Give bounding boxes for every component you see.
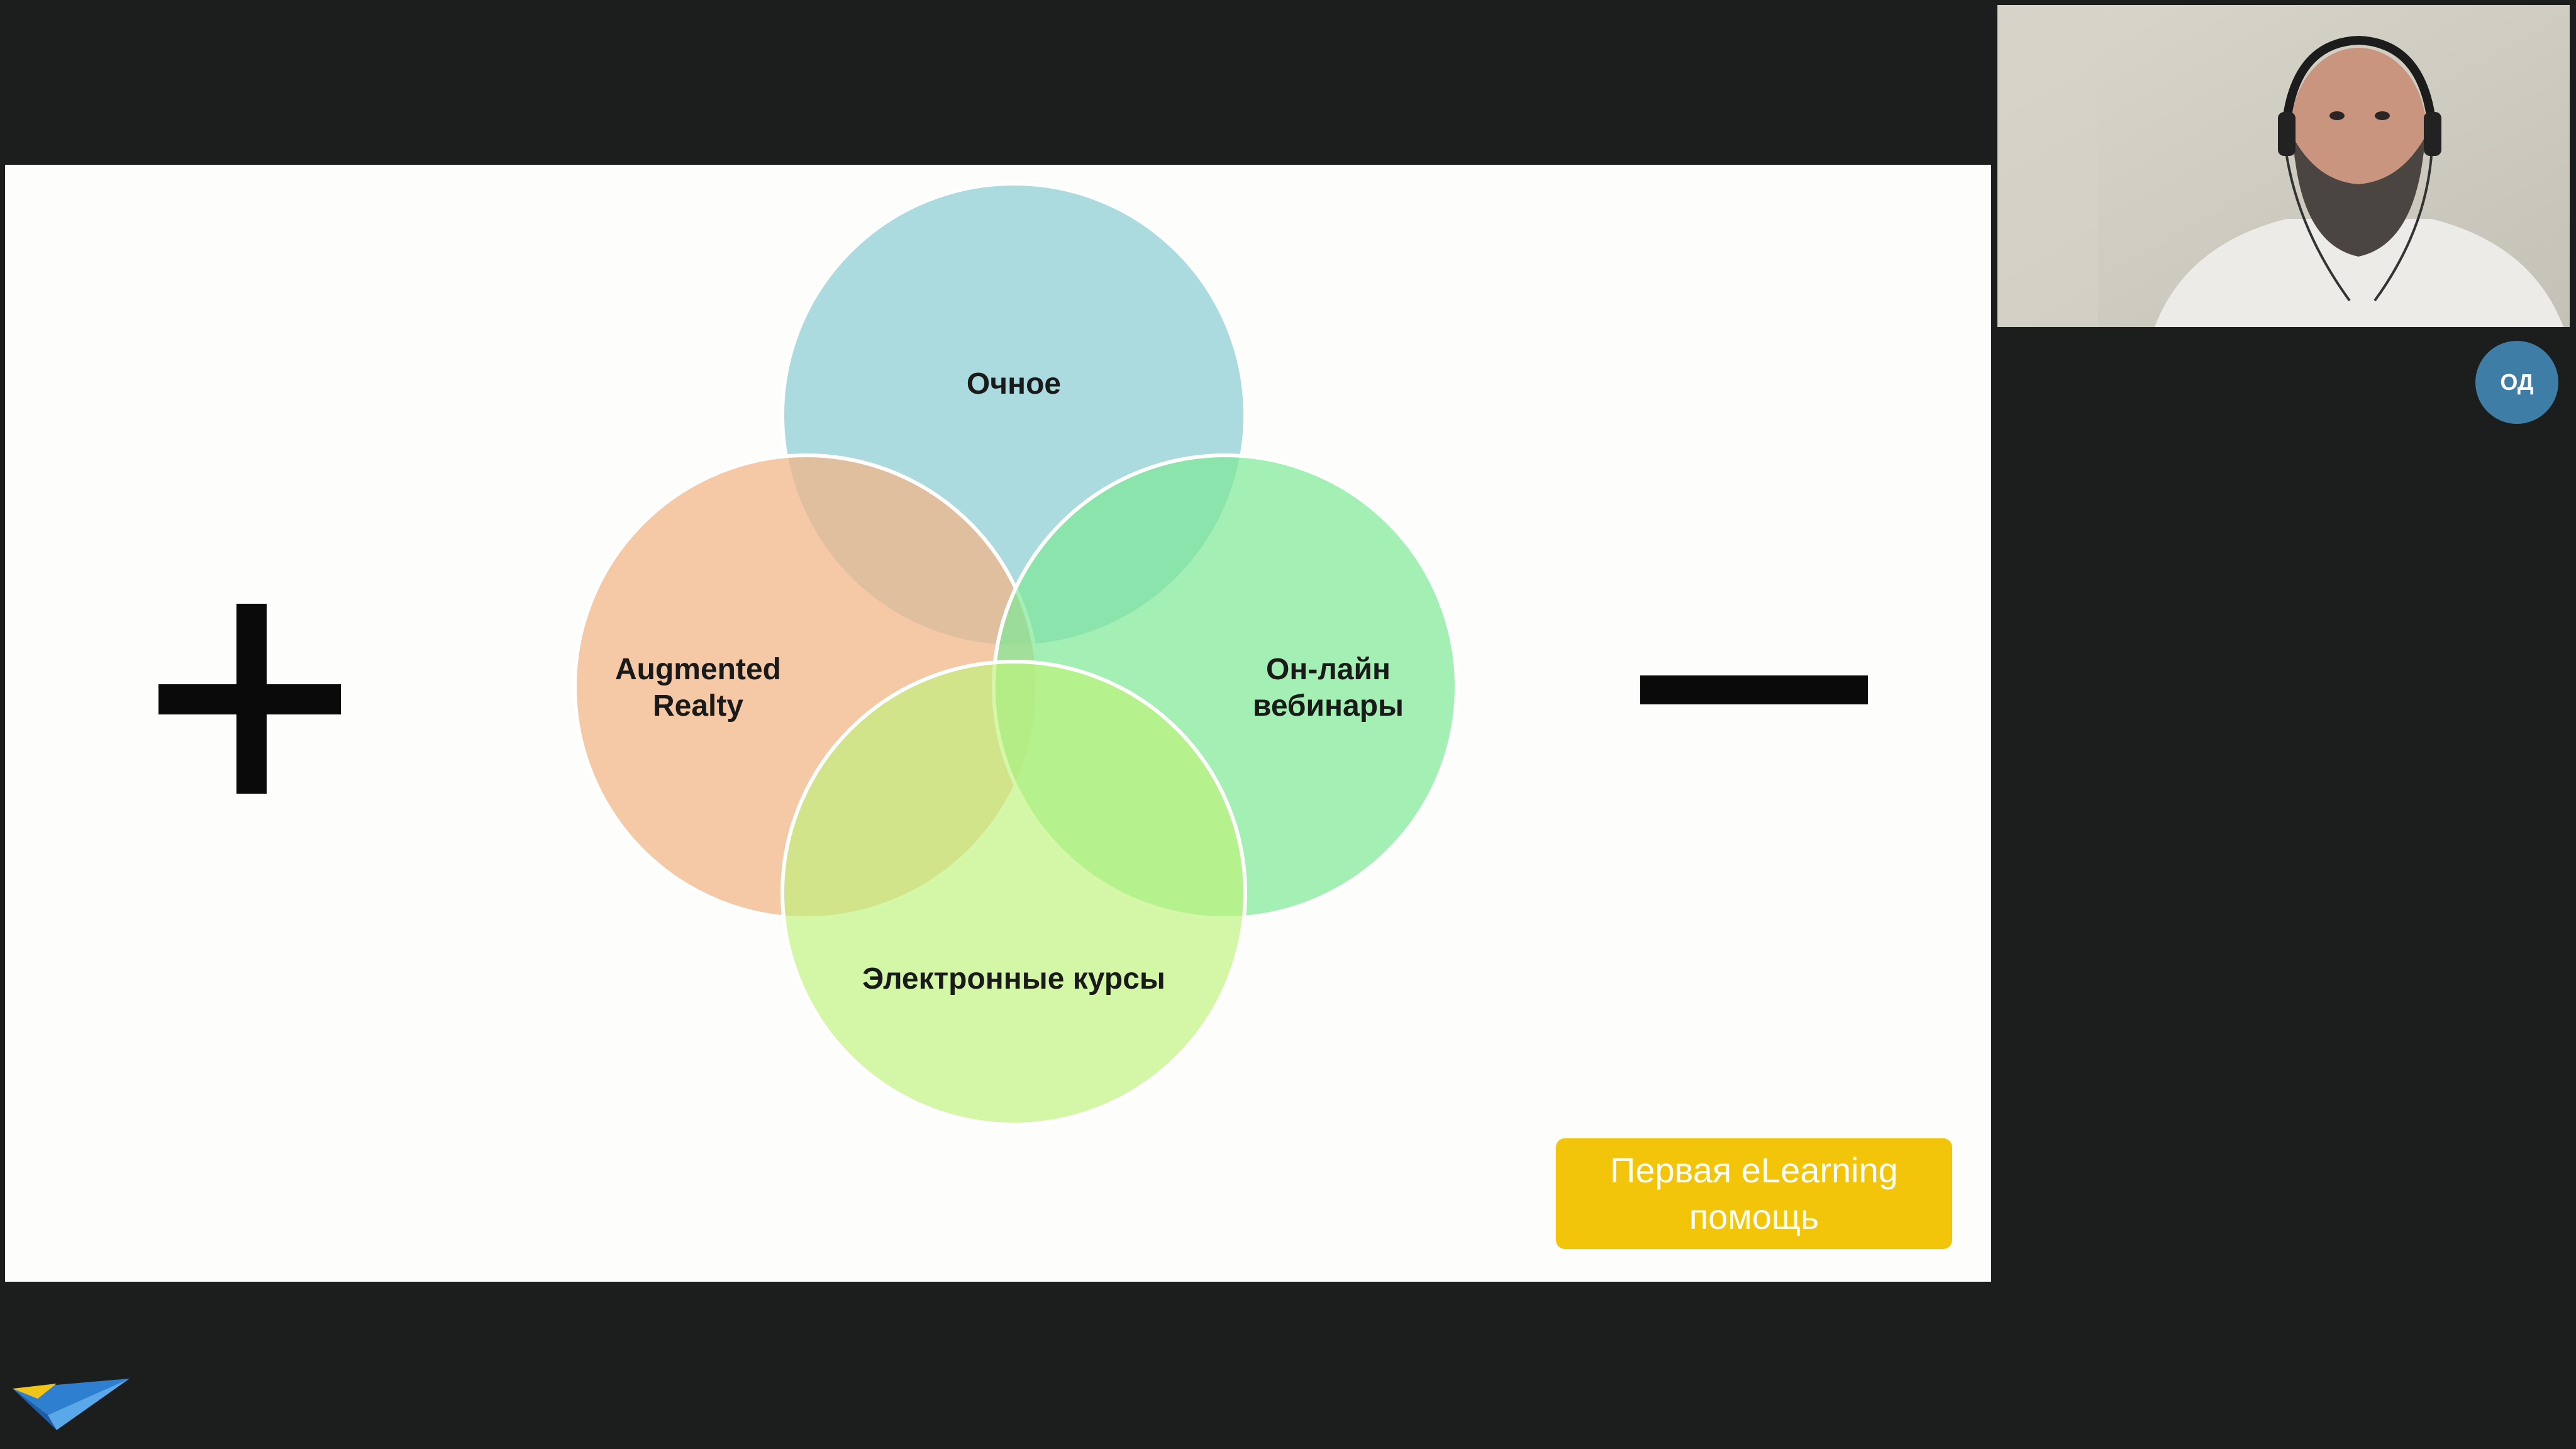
venn-label-webinars-line2: вебинары — [1253, 689, 1404, 723]
participant-avatar[interactable]: ОД — [2475, 341, 2558, 424]
paper-plane-logo-icon — [13, 1379, 130, 1430]
venn-circle-courses — [780, 660, 1247, 1126]
venn-label-webinars-line1: Он-лайн — [1266, 653, 1391, 686]
venn-label-ochnoe: Очное — [967, 367, 1061, 401]
venn-label-augmented-line1: Augmented — [615, 653, 781, 686]
minus-icon — [1640, 675, 1868, 704]
participant-initials: ОД — [2500, 369, 2534, 395]
webcam-image — [1997, 5, 2570, 327]
help-badge-line2: помощь — [1689, 1197, 1819, 1236]
shared-slide: Очное Augmented Realty Он-лайн вебинары … — [5, 165, 1991, 1282]
help-badge: Первая eLearning помощь — [1556, 1138, 1952, 1249]
plus-icon-bar — [158, 684, 341, 714]
venn-diagram: Очное Augmented Realty Он-лайн вебинары … — [573, 182, 1458, 1126]
venn-label-courses: Электронные курсы — [862, 962, 1165, 996]
help-badge-line1: Первая eLearning — [1610, 1150, 1898, 1190]
webcam-video-feed[interactable] — [1997, 5, 2570, 327]
venn-label-augmented-line2: Realty — [653, 689, 743, 723]
